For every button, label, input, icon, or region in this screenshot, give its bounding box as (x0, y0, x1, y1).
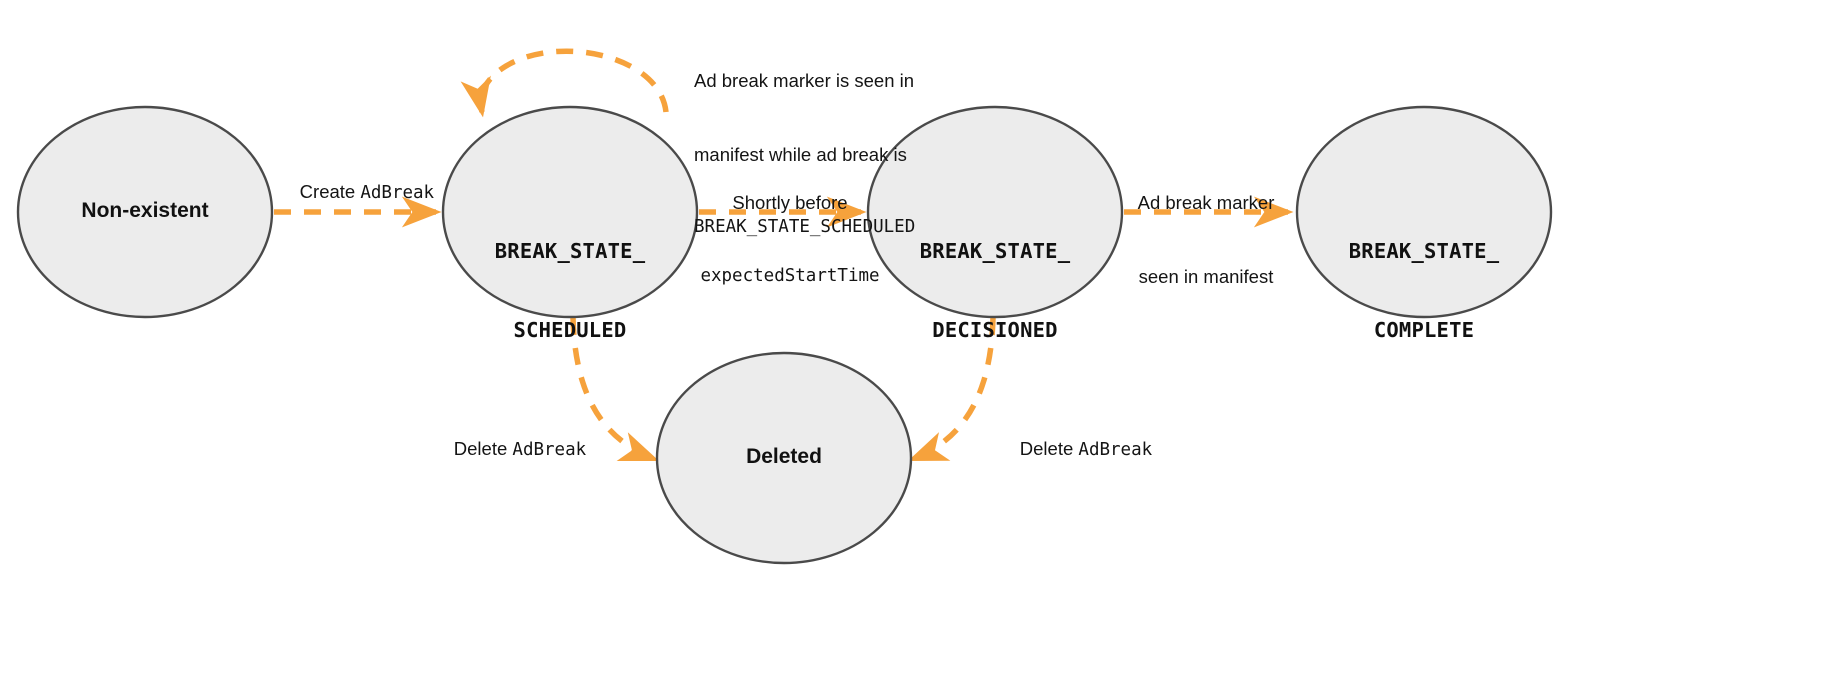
edge-delete-from-decisioned (907, 317, 996, 462)
node-deleted[interactable] (655, 351, 913, 565)
edge-self-loop-scheduled (460, 48, 669, 118)
node-break-state-decisioned[interactable] (866, 105, 1124, 319)
edge-delete-from-scheduled (570, 317, 660, 462)
node-non-existent[interactable] (16, 105, 274, 319)
node-break-state-complete[interactable] (1295, 105, 1553, 319)
node-break-state-scheduled[interactable] (441, 105, 699, 319)
